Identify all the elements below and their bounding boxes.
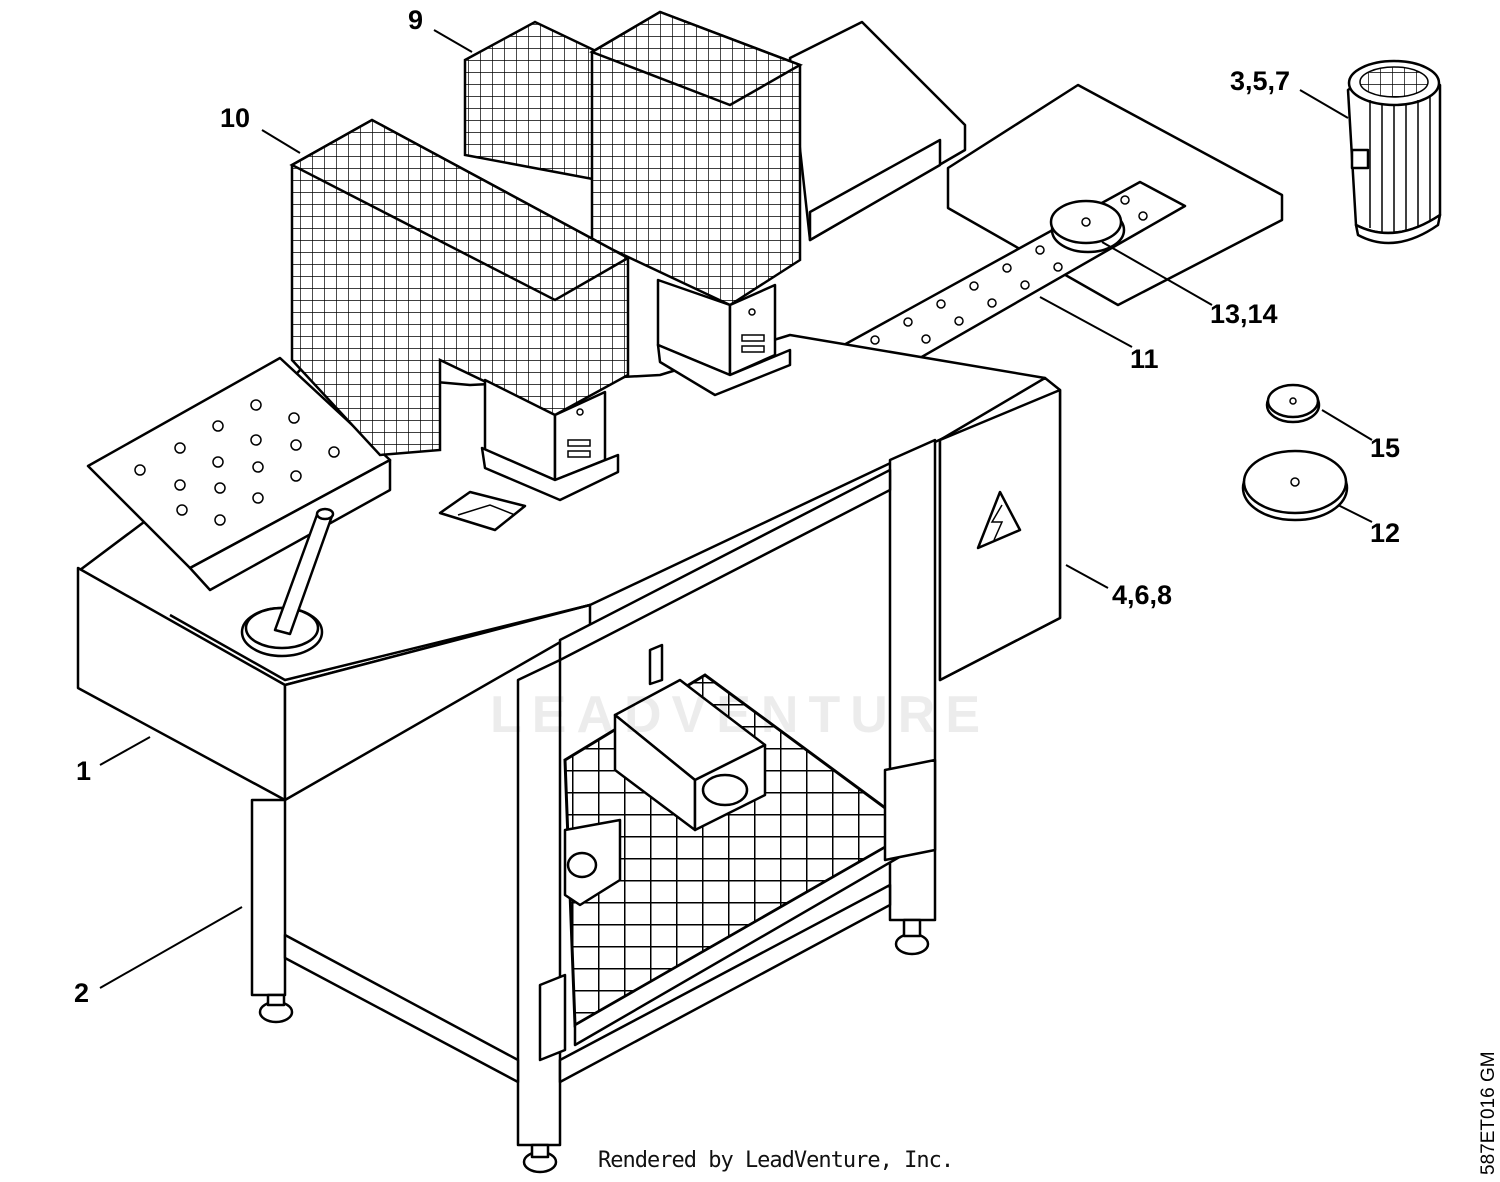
leader-lines (99, 29, 1373, 989)
callout-10: 10 (220, 103, 250, 133)
motor-box-lower (563, 818, 622, 907)
spare-motor (1346, 59, 1442, 245)
callout-12: 12 (1370, 518, 1400, 548)
left-perforated-panel (86, 356, 392, 592)
callout-labels: 9 10 3,5,7 13,14 11 15 12 4,6,8 1 2 (74, 5, 1400, 1008)
callout-2: 2 (74, 978, 89, 1008)
punch-head-9 (463, 10, 803, 397)
render-credit: Rendered by LeadVenture, Inc. (598, 1148, 954, 1173)
electrical-cabinet (938, 376, 1062, 682)
hand-lever (240, 507, 335, 658)
callout-9: 9 (408, 5, 423, 35)
callout-1: 1 (76, 756, 91, 786)
strip-disc (1049, 199, 1126, 254)
motor-box-upper (613, 678, 767, 832)
callout-3-5-7: 3,5,7 (1230, 66, 1290, 96)
callout-4-6-8: 4,6,8 (1112, 580, 1172, 610)
rear-hood (788, 20, 967, 242)
disc-12 (1241, 449, 1349, 522)
punch-head-10 (289, 118, 631, 502)
high-voltage-warning-icon (976, 490, 1022, 550)
disc-15 (1265, 383, 1321, 424)
watermark: LEADVENTURE (490, 686, 991, 744)
callout-15: 15 (1370, 433, 1400, 463)
callout-11: 11 (1130, 344, 1159, 374)
drawing-number: 587ET016 GM (1478, 1051, 1499, 1175)
callout-13-14: 13,14 (1210, 299, 1278, 329)
